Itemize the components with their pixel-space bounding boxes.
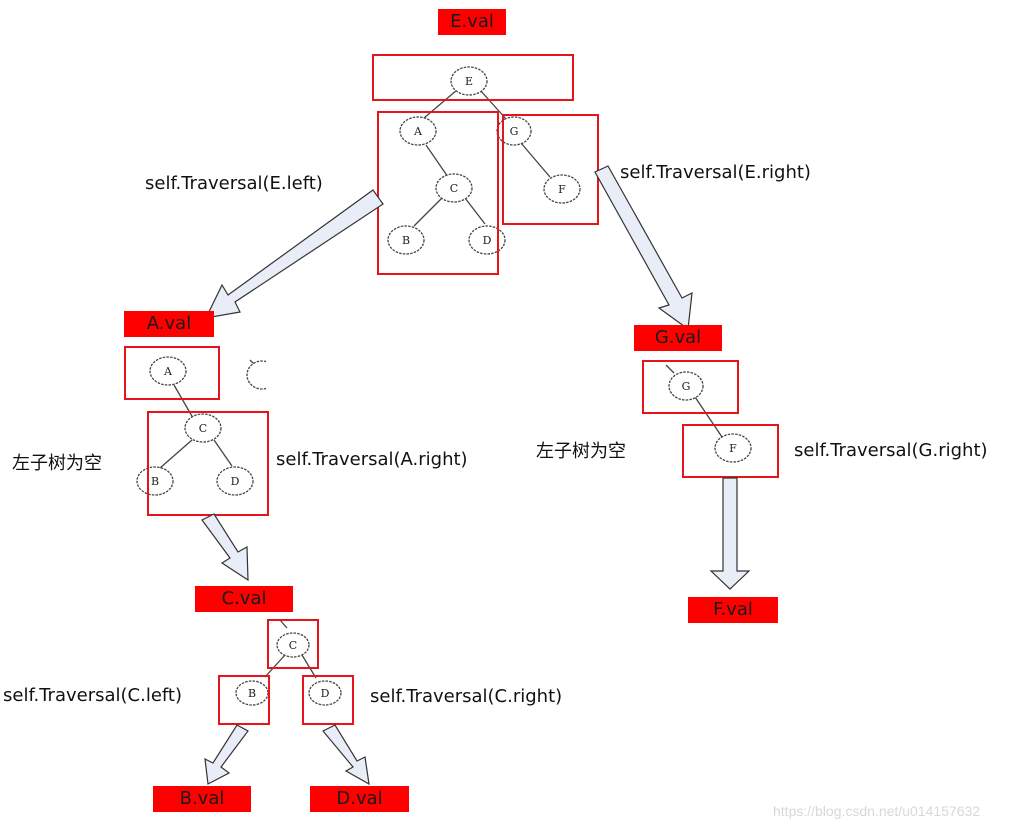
svg-text:B: B	[151, 475, 159, 488]
box-node-g	[642, 360, 739, 414]
call-c-left: self.Traversal(C.left)	[3, 685, 183, 706]
edge-g-f	[520, 142, 551, 178]
arrow-g-right-icon	[709, 477, 751, 590]
node-c: C	[435, 173, 473, 203]
top-tree: E A G C F B D	[372, 54, 599, 275]
call-g-right: self.Traversal(G.right)	[794, 440, 988, 461]
label-f-val: F.val	[688, 597, 778, 623]
box-root-e	[372, 54, 574, 101]
arrow-c-left-icon	[204, 724, 249, 785]
node-b-2: B	[136, 466, 174, 496]
c-subtree: C B D	[218, 619, 354, 725]
box-node-c	[267, 619, 319, 669]
svg-text:A: A	[163, 365, 173, 378]
svg-text:G: G	[682, 380, 691, 393]
box-a-right	[147, 411, 269, 516]
node-a-2: A	[149, 356, 187, 386]
node-d-3: D	[308, 680, 342, 706]
label-b-val: B.val	[153, 786, 251, 812]
arrow-a-right-icon	[201, 513, 249, 582]
call-e-left: self.Traversal(E.left)	[145, 173, 323, 194]
node-d: D	[468, 225, 506, 255]
svg-text:E: E	[465, 75, 473, 88]
svg-text:C: C	[289, 639, 297, 652]
call-e-right: self.Traversal(E.right)	[620, 162, 811, 183]
svg-text:B: B	[402, 234, 410, 247]
a-subtree: A C B D	[124, 346, 278, 516]
box-right-subtree	[502, 114, 599, 225]
node-f: F	[543, 174, 581, 204]
box-node-a	[124, 346, 220, 400]
svg-text:B: B	[248, 687, 256, 700]
svg-text:D: D	[321, 687, 330, 700]
svg-text:A: A	[413, 125, 423, 138]
node-g-2: G	[668, 371, 704, 401]
edge-c-b	[413, 197, 443, 227]
box-c-right	[302, 675, 354, 725]
svg-text:F: F	[729, 442, 737, 455]
svg-text:D: D	[231, 475, 240, 488]
watermark: https://blog.csdn.net/u014157632	[773, 803, 981, 819]
edge-e-a	[423, 89, 458, 119]
note-a-left-empty: 左子树为空	[12, 453, 102, 474]
arrow-e-right-icon	[594, 165, 693, 331]
call-c-right: self.Traversal(C.right)	[370, 686, 563, 707]
label-g-val: G.val	[634, 325, 722, 351]
edge-c-d	[464, 197, 486, 225]
arrow-e-left-icon	[204, 189, 384, 319]
node-d-2: D	[216, 466, 254, 496]
node-b-3: B	[235, 680, 269, 706]
svg-text:C: C	[199, 422, 207, 435]
node-c-3: C	[276, 632, 310, 658]
node-c-2: C	[184, 413, 222, 443]
call-a-right: self.Traversal(A.right)	[276, 449, 468, 470]
label-c-val: C.val	[195, 586, 293, 612]
label-e-val: E.val	[438, 9, 506, 35]
label-d-val: D.val	[310, 786, 409, 812]
node-f-2: F	[714, 433, 752, 463]
box-g-right	[682, 424, 779, 478]
box-left-subtree	[377, 111, 499, 275]
svg-text:G: G	[510, 125, 519, 138]
label-a-val: A.val	[124, 311, 214, 337]
svg-text:C: C	[450, 182, 458, 195]
svg-text:F: F	[558, 183, 566, 196]
svg-text:D: D	[483, 234, 492, 247]
node-e: E	[450, 66, 488, 96]
box-c-left	[218, 675, 270, 725]
node-b: B	[387, 225, 425, 255]
edge-a-c	[425, 144, 449, 178]
node-a: A	[399, 116, 437, 146]
arrow-c-right-icon	[322, 724, 370, 786]
g-subtree: G F	[642, 360, 779, 478]
note-g-left-empty: 左子树为空	[536, 441, 626, 462]
